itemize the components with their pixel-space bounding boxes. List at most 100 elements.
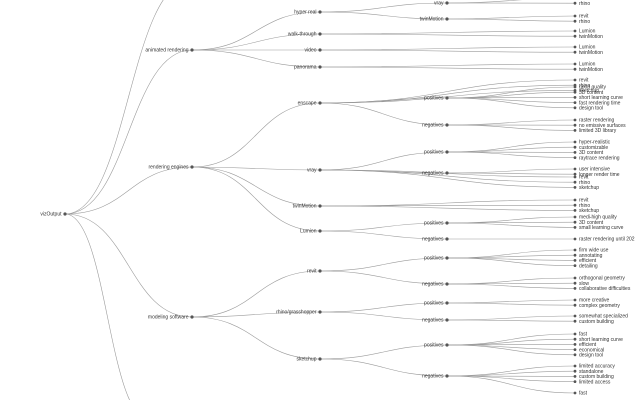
leaf-node[interactable]: fast	[573, 391, 588, 397]
node-dot[interactable]	[573, 198, 577, 202]
node-dot[interactable]	[445, 221, 449, 225]
node-dot[interactable]	[573, 14, 577, 18]
node-dot[interactable]	[573, 215, 577, 219]
leaf-node[interactable]: orthogonal geometry	[573, 276, 626, 282]
node-dot[interactable]	[573, 332, 577, 336]
leaf-node[interactable]: raster rendering until 202	[573, 237, 635, 243]
node-dot[interactable]	[573, 156, 577, 160]
leaf-node[interactable]: raytrace rendering	[573, 155, 620, 161]
node-dot[interactable]	[573, 186, 577, 189]
leaf-node[interactable]: Lumion	[573, 45, 596, 51]
branch-node[interactable]: positives	[424, 221, 449, 227]
node-dot[interactable]	[573, 1, 577, 5]
node-dot[interactable]	[318, 168, 322, 172]
node-dot[interactable]	[445, 171, 449, 175]
leaf-node[interactable]: sketchup	[573, 208, 600, 214]
leaf-node[interactable]: firm wide use	[573, 248, 609, 254]
leaf-node[interactable]: twinMotion	[573, 67, 604, 73]
node-dot[interactable]	[573, 298, 577, 302]
node-dot[interactable]	[573, 50, 577, 54]
node-dot[interactable]	[573, 253, 577, 257]
node-dot[interactable]	[445, 237, 449, 241]
node-dot[interactable]	[318, 32, 322, 36]
branch-node[interactable]: vray	[307, 168, 322, 174]
leaf-node[interactable]: more creative	[573, 298, 610, 304]
node-dot[interactable]	[573, 226, 577, 229]
leaf-node[interactable]: 3D content	[573, 220, 604, 226]
branch-node[interactable]: sketchup	[296, 357, 322, 363]
node-dot[interactable]	[573, 62, 577, 66]
leaf-node[interactable]: no emissive surfaces	[573, 123, 627, 129]
branch-node[interactable]: negatives	[422, 171, 449, 177]
node-dot[interactable]	[573, 391, 577, 395]
leaf-node[interactable]: custom building	[573, 319, 614, 325]
leaf-node[interactable]: efficient	[573, 258, 597, 264]
node-dot[interactable]	[573, 45, 577, 49]
node-dot[interactable]	[573, 209, 577, 212]
leaf-node[interactable]: short learning curve	[573, 337, 624, 343]
node-dot[interactable]	[573, 172, 577, 176]
leaf-node[interactable]: twinMotion	[573, 34, 604, 40]
node-dot[interactable]	[573, 259, 577, 262]
node-dot[interactable]	[573, 220, 577, 224]
node-dot[interactable]	[573, 167, 577, 171]
node-dot[interactable]	[573, 96, 577, 99]
branch-node[interactable]: twinMotion	[420, 17, 449, 23]
node-dot[interactable]	[318, 310, 322, 314]
leaf-node[interactable]: good quality	[573, 85, 607, 91]
node-dot[interactable]	[573, 248, 577, 252]
node-dot[interactable]	[573, 203, 577, 207]
node-dot[interactable]	[573, 369, 577, 373]
node-dot[interactable]	[445, 318, 449, 322]
leaf-node[interactable]: Lumion	[573, 62, 596, 68]
node-dot[interactable]	[573, 145, 577, 149]
leaf-node[interactable]: annotating	[573, 253, 603, 259]
node-dot[interactable]	[445, 256, 449, 260]
branch-node[interactable]: positives	[424, 343, 449, 349]
branch-node[interactable]: rendering engines	[148, 165, 194, 171]
node-dot[interactable]	[573, 118, 577, 122]
branch-node[interactable]: positives	[424, 256, 449, 262]
node-dot[interactable]	[573, 237, 577, 241]
node-dot[interactable]	[573, 67, 577, 71]
leaf-node[interactable]: rhino	[573, 180, 591, 186]
node-dot[interactable]	[573, 123, 577, 127]
leaf-node[interactable]: detailing	[573, 263, 598, 269]
leaf-node[interactable]: standalone	[573, 369, 604, 375]
leaf-node[interactable]: economical	[573, 347, 605, 353]
branch-node[interactable]: rhino/grasshopper	[276, 310, 322, 316]
leaf-node[interactable]: fast	[573, 332, 588, 338]
node-dot[interactable]	[190, 165, 194, 169]
node-dot[interactable]	[573, 19, 577, 23]
leaf-node[interactable]: fast rendering time	[573, 100, 621, 106]
node-dot[interactable]	[445, 374, 449, 378]
branch-node[interactable]: vizOutput	[40, 212, 67, 218]
leaf-node[interactable]: design tool	[573, 353, 604, 359]
node-dot[interactable]	[445, 1, 449, 5]
branch-node[interactable]: positives	[424, 150, 449, 156]
node-dot[interactable]	[573, 180, 577, 184]
branch-node[interactable]: vray	[434, 1, 449, 7]
node-dot[interactable]	[573, 314, 577, 318]
node-dot[interactable]	[573, 29, 577, 33]
branch-node[interactable]: enscape	[298, 101, 322, 107]
node-dot[interactable]	[318, 204, 322, 208]
branch-node[interactable]: modeling software	[148, 315, 194, 321]
node-dot[interactable]	[318, 65, 322, 69]
branch-node[interactable]: negatives	[422, 282, 449, 288]
node-dot[interactable]	[573, 78, 577, 82]
branch-node[interactable]: negatives	[422, 318, 449, 324]
node-dot[interactable]	[573, 101, 577, 104]
node-dot[interactable]	[573, 281, 577, 285]
branch-node[interactable]: panorama	[294, 65, 322, 71]
node-dot[interactable]	[445, 123, 449, 127]
leaf-node[interactable]: rhino	[573, 1, 591, 7]
node-dot[interactable]	[190, 315, 194, 319]
node-dot[interactable]	[445, 96, 449, 100]
leaf-node[interactable]: medi-high quality	[573, 215, 618, 221]
leaf-node[interactable]: revit	[574, 0, 589, 2]
leaf-node[interactable]: limited access	[573, 379, 611, 385]
node-dot[interactable]	[573, 151, 577, 154]
node-dot[interactable]	[573, 287, 577, 290]
leaf-node[interactable]: revit	[573, 78, 589, 84]
